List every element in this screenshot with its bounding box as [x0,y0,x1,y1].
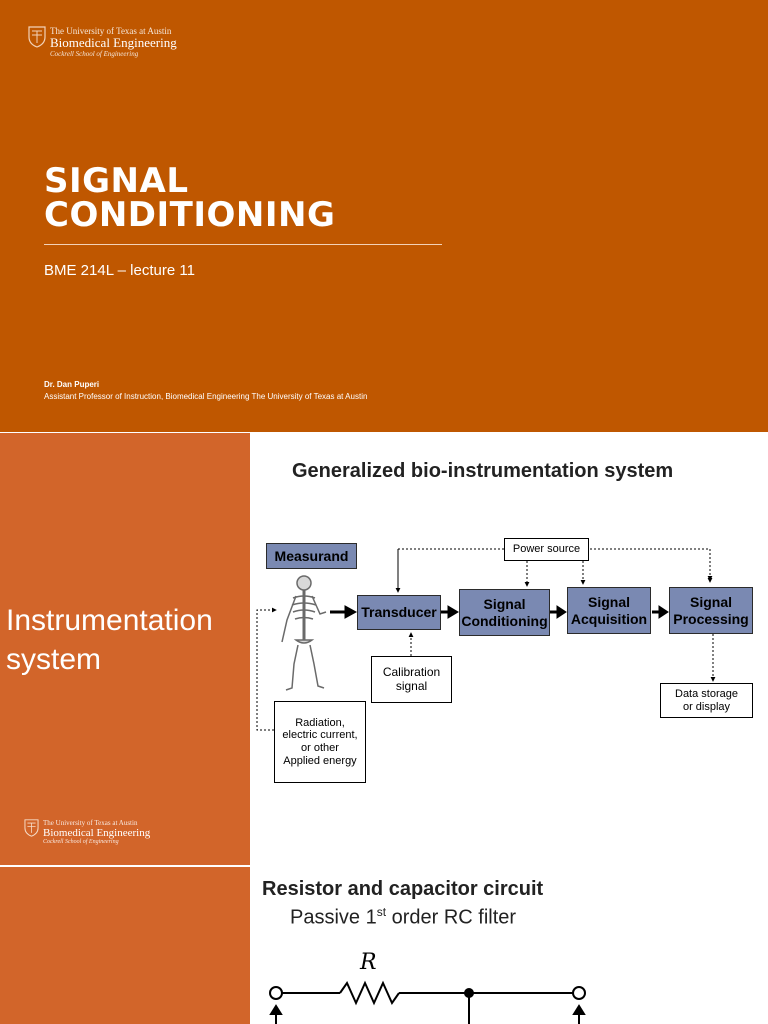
storage-line2: or display [682,700,731,713]
calibration-signal-box: Calibration signal [371,656,452,703]
signal-conditioning-box: Signal Conditioning [459,589,550,636]
signal-acquisition-line2: Acquisition [570,610,648,627]
sidebar-title-line1: Instrumentation [6,604,213,637]
slide-subtitle: BME 214L – lecture 11 [44,262,195,279]
signal-processing-box: Signal Processing [669,587,753,634]
energy-line4: Applied energy [283,754,357,767]
slide-title-line2: CONDITIONING [44,195,336,235]
storage-line1: Data storage [675,687,738,700]
logo-school: Cockrell School of Engineering [50,50,139,58]
applied-energy-box: Radiation, electric current, or other Ap… [274,701,366,783]
energy-line2: electric current, [282,729,358,742]
logo-school: Cockrell School of Engineering [43,839,119,845]
energy-line3: or other [301,742,339,754]
sidebar-title-line2: system [6,643,102,676]
sidebar-ut-bme-logo: The University of Texas at Austin Biomed… [24,819,150,846]
slide-title-line1: SIGNAL [44,161,189,201]
energy-line1: Radiation, [295,716,345,729]
ut-bme-logo: The University of Texas at Austin Biomed… [28,26,177,58]
title-divider [44,244,442,245]
signal-conditioning-line2: Conditioning [461,612,548,629]
logo-department: Biomedical Engineering [50,35,177,50]
slide2-sidebar: Instrumentation system The University of… [0,433,250,865]
measurand-box: Measurand [266,543,357,569]
subheading-pre: Passive 1 [290,906,377,929]
title-slide: The University of Texas at Austin Biomed… [0,0,768,432]
output-terminal [572,986,586,1000]
transducer-box: Transducer [357,595,441,630]
sidebar-section-title: Instrumentation system [6,601,213,679]
subheading-post: order RC filter [386,906,517,929]
calibration-line1: Calibration [382,664,441,679]
calibration-line2: signal [395,678,428,693]
signal-acquisition-box: Signal Acquisition [567,587,651,634]
slide3-heading: Resistor and capacitor circuit [262,878,544,900]
resistor-label: R [360,950,377,975]
signal-processing-line2: Processing [673,610,749,627]
signal-acquisition-line1: Signal [587,594,630,611]
logo-department: Biomedical Engineering [43,827,151,839]
author-name: Dr. Dan Puperi [44,380,100,389]
slide-title: SIGNAL CONDITIONING [44,164,335,232]
skeleton-icon [281,575,327,691]
resistor-symbol [339,980,400,1006]
logo-university: The University of Texas at Austin [50,26,172,36]
logo-university: The University of Texas at Austin [43,819,138,827]
signal-conditioning-line1: Signal [483,596,526,613]
author-affiliation: Assistant Professor of Instruction, Biom… [44,392,368,401]
power-source-box: Power source [504,538,589,561]
slide2-heading: Generalized bio-instrumentation system [292,460,674,482]
subheading-sup: st [376,905,387,919]
signal-processing-line1: Signal [689,594,732,611]
input-terminal [269,986,283,1000]
ut-shield-icon [24,819,39,837]
ut-shield-icon [28,26,46,48]
output-node [464,988,474,998]
slide3-subheading: Passive 1st order RC filter [290,905,516,930]
slide3-sidebar [0,867,250,1024]
data-storage-box: Data storage or display [660,683,753,718]
rc-circuit [269,980,586,1024]
